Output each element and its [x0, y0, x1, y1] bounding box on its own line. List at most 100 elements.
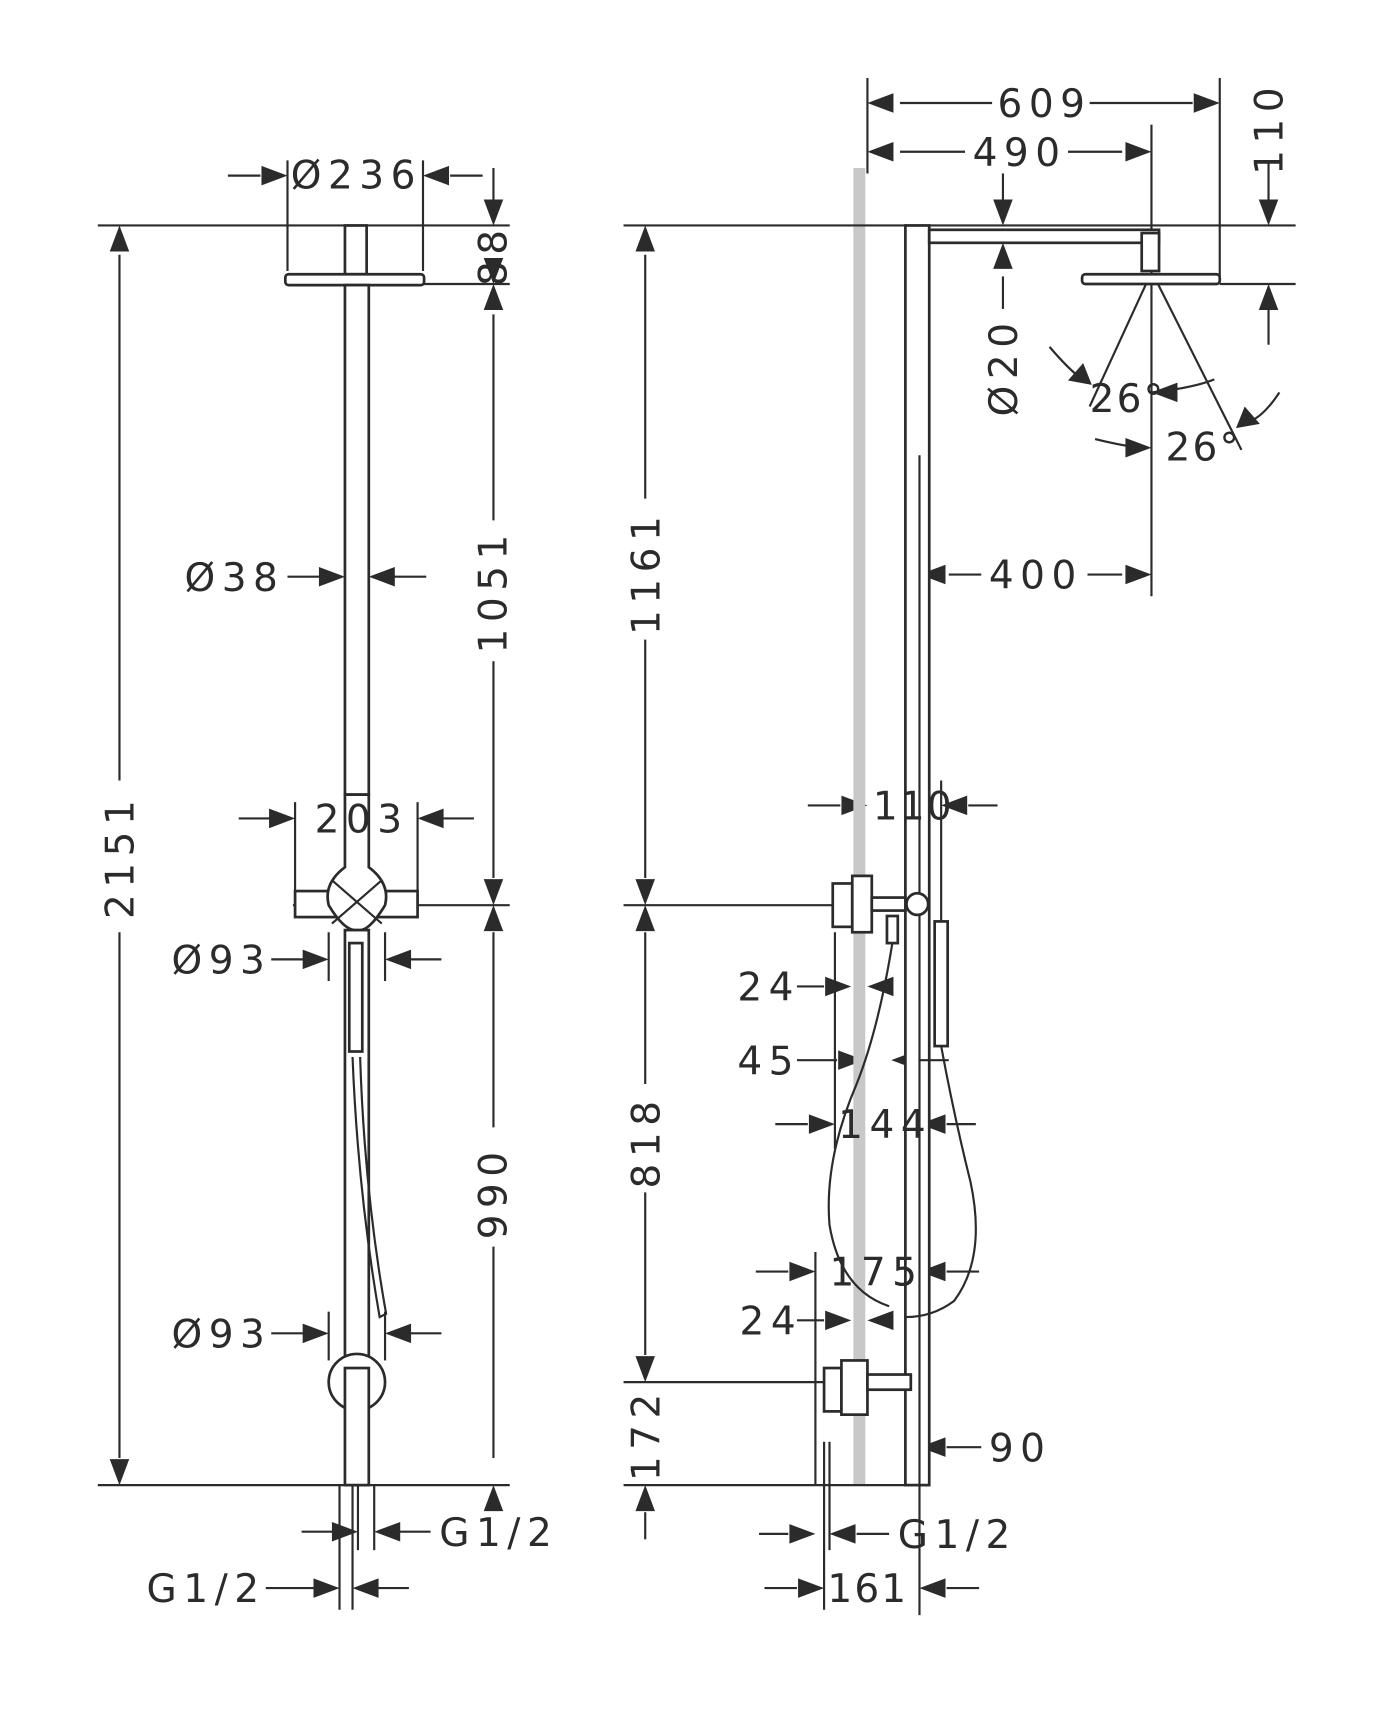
dim-middle-height: 818: [624, 1094, 669, 1188]
dim-upper-height: 1161: [624, 510, 669, 635]
dimension-arrowhead: [867, 142, 894, 162]
head-connector: [1140, 231, 1161, 273]
angle-arc: [1151, 378, 1215, 394]
dimension-arrowhead: [838, 1050, 865, 1070]
hand-shower: [933, 920, 950, 1048]
dim-head-offset: 110: [1248, 81, 1293, 175]
valve-knob: [822, 1366, 843, 1413]
dimension-arrowhead: [867, 1310, 894, 1331]
dim-24: 24: [737, 966, 800, 1011]
dimension-arrowhead: [635, 1356, 655, 1383]
shower-arm: [927, 228, 1161, 245]
dimension-arrowhead: [635, 225, 655, 252]
dim-line: [1094, 437, 1139, 449]
dim-161: 161: [827, 1567, 908, 1612]
dimension-arrowhead: [331, 1521, 358, 1542]
thermostat-connector: [870, 896, 907, 912]
dimension-arrowhead: [829, 1524, 856, 1544]
dimension-arrowhead: [867, 976, 894, 997]
dim-pipe-diameter: Ø38: [185, 556, 285, 601]
thermostat-body: [850, 874, 874, 934]
dimension-arrowhead: [313, 1578, 340, 1598]
dim-thermostat-width: 203: [315, 798, 409, 843]
thermostat-knob: [831, 882, 854, 929]
arrowheads: [109, 93, 1279, 1598]
dim-90: 90: [989, 1426, 1052, 1471]
dimension-arrowhead: [483, 905, 504, 932]
dim-upper-pipe: 1051: [471, 528, 516, 653]
dimension-arrowhead: [1151, 382, 1178, 403]
dim-riser-depth: 110: [873, 785, 954, 830]
dim-bottom-height: 172: [624, 1387, 669, 1481]
dimension-arrowhead: [798, 1578, 825, 1598]
dimension-arrowhead: [261, 165, 288, 186]
dimension-arrowhead: [385, 1323, 412, 1344]
dimension-arrowhead: [483, 257, 504, 285]
dim-arm-projection: 490: [973, 131, 1067, 176]
shower-head: [283, 272, 426, 287]
dim-spray-angle: 26°: [1166, 426, 1242, 471]
hose-connector: [885, 914, 900, 945]
dimension-arrowhead: [422, 165, 450, 186]
dimension-arrowhead: [1125, 142, 1152, 162]
spray-line: [1156, 283, 1243, 451]
dimension-arrowhead: [789, 1524, 816, 1544]
dim-spray-angle: 26°: [1090, 377, 1166, 422]
dimension-arrowhead: [919, 564, 946, 585]
dim-connection: G1/2: [147, 1567, 266, 1612]
wall: [853, 168, 866, 1486]
dimension-arrowhead: [483, 879, 504, 906]
hose: [905, 1045, 977, 1319]
dim-lower-section: 990: [471, 1145, 516, 1239]
dim-total-projection: 609: [998, 82, 1092, 127]
dimension-arrowhead: [993, 242, 1013, 269]
dimension-arrowhead: [1193, 93, 1220, 113]
bottom-pipe: [343, 1366, 371, 1487]
dimension-arrowhead: [1236, 406, 1260, 429]
hose: [351, 1056, 388, 1319]
dimension-arrowhead: [1258, 199, 1279, 226]
holder: [905, 891, 930, 917]
dimension-arrowhead: [368, 566, 395, 587]
dimension-arrowhead: [919, 1437, 946, 1457]
dimension-arrowhead: [483, 199, 504, 226]
handle-mark: [331, 879, 383, 925]
dim-24: 24: [740, 1299, 803, 1344]
riser-pipe: [343, 283, 371, 796]
dim-line: [1246, 391, 1281, 424]
dimension-arrowhead: [318, 566, 345, 587]
dim-175: 175: [830, 1251, 924, 1296]
riser-pipe: [904, 224, 931, 1487]
dimension-arrowhead: [808, 1114, 835, 1134]
dimension-arrowhead: [1258, 284, 1279, 311]
dimension-arrowhead: [385, 949, 412, 970]
dimension-arrowhead: [635, 905, 655, 932]
side-view: 609 490 110 Ø20 26° 26° 1161 400 110 24 …: [623, 78, 1296, 1616]
dim-144: 144: [838, 1103, 932, 1148]
dimension-arrowhead: [635, 1485, 655, 1512]
dim-head-height: 88: [471, 223, 516, 286]
valve-body: [840, 1359, 869, 1416]
dim-arm-to-riser: 400: [989, 554, 1083, 599]
dimension-arrowhead: [919, 1261, 946, 1282]
dimension-arrowhead: [269, 808, 296, 829]
dimension-arrowhead: [302, 1323, 329, 1344]
dim-head-diameter: Ø236: [291, 154, 422, 199]
shower-head: [1080, 272, 1222, 286]
dimension-arrowhead: [993, 199, 1013, 226]
dimension-arrowhead: [352, 1578, 379, 1598]
dim-total-height: 2151: [99, 794, 144, 919]
dimension-arrowhead: [483, 1485, 504, 1512]
dimension-arrowhead: [941, 795, 968, 816]
dimension-arrowhead: [635, 879, 655, 906]
dimension-arrowhead: [109, 1459, 130, 1486]
dimension-arrowhead: [919, 1578, 946, 1598]
dimension-arrowhead: [109, 225, 130, 252]
dim-arm-diameter: Ø20: [982, 316, 1027, 416]
dimension-arrowhead: [417, 808, 444, 829]
dimension-arrowhead: [825, 976, 852, 997]
dimension-arrowhead: [1125, 564, 1152, 585]
dimension-arrowhead: [825, 1310, 852, 1331]
dimension-arrowhead: [1067, 363, 1092, 385]
